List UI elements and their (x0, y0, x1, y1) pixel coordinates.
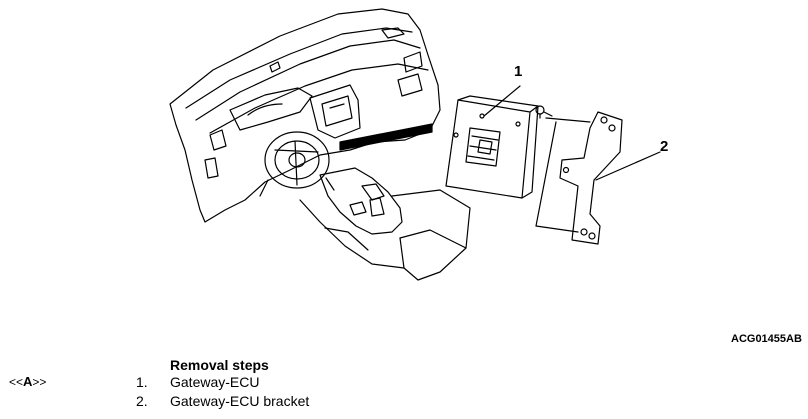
removal-steps-title: Removal steps (170, 357, 269, 373)
figure-code: ACG01455AB (731, 333, 802, 345)
dashboard-drawing (169, 8, 471, 281)
callout-label-1: 1 (514, 63, 523, 80)
removal-step-row: <<A>> 1. Gateway-ECU (0, 374, 808, 392)
step-number: 1. (136, 374, 148, 390)
removal-step-row: 2. Gateway-ECU bracket (0, 393, 808, 411)
dashboard-ecu-illustration (169, 8, 661, 281)
gateway-ecu-bracket-drawing (535, 111, 661, 245)
step-reference: <<A>> (9, 374, 47, 389)
step-number: 2. (136, 393, 148, 409)
gateway-ecu-drawing (445, 85, 539, 199)
step-name: Gateway-ECU bracket (170, 393, 310, 409)
callout-label-2: 2 (660, 138, 669, 155)
screw-drawing (535, 105, 553, 119)
step-name: Gateway-ECU (170, 374, 260, 390)
